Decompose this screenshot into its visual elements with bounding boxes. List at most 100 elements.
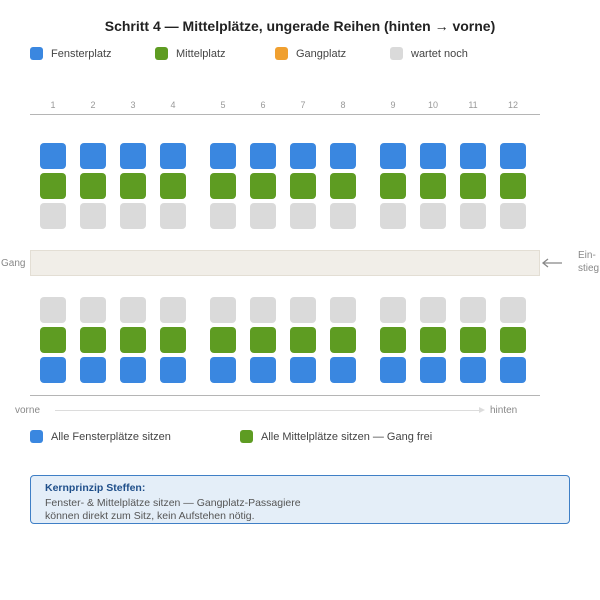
seat-middle: [500, 173, 526, 199]
legend-item-middle: Mittelplatz: [155, 47, 226, 60]
seat-waiting: [160, 203, 186, 229]
status-label-middle: Alle Mittelplätze sitzen — Gang frei: [261, 430, 433, 443]
column-number: 5: [220, 100, 226, 110]
seat-waiting: [250, 203, 276, 229]
info-box: Kernprinzip Steffen: Fenster- & Mittelpl…: [30, 475, 570, 524]
seat-waiting: [380, 297, 406, 323]
seat-window: [330, 143, 356, 169]
seat-waiting: [500, 203, 526, 229]
status-swatch-window: [30, 430, 43, 443]
seat-middle: [120, 327, 146, 353]
seat-middle: [290, 173, 316, 199]
column-number: 10: [427, 100, 438, 110]
legend-swatch-middle: [155, 47, 168, 60]
seat-window: [420, 357, 446, 383]
column-number: 3: [130, 100, 136, 110]
seat-waiting: [330, 203, 356, 229]
seat-waiting: [40, 203, 66, 229]
seat-waiting: [460, 203, 486, 229]
seat-window: [380, 357, 406, 383]
seat-waiting: [40, 297, 66, 323]
legend-swatch-window: [30, 47, 43, 60]
seat-middle: [380, 327, 406, 353]
seat-window: [420, 143, 446, 169]
info-line-2: können direkt zum Sitz, kein Aufstehen n…: [45, 510, 255, 522]
column-number: 1: [50, 100, 56, 110]
seat-middle: [420, 173, 446, 199]
column-number: 6: [260, 100, 266, 110]
direction-arrow-icon: [479, 407, 485, 413]
seat-window: [460, 143, 486, 169]
seat-window: [500, 143, 526, 169]
seat-window: [250, 357, 276, 383]
seat-middle: [80, 173, 106, 199]
status-item-middle: Alle Mittelplätze sitzen — Gang frei: [240, 430, 432, 443]
legend-label-middle: Mittelplatz: [176, 47, 226, 60]
seat-middle: [250, 327, 276, 353]
column-number: 11: [468, 100, 478, 110]
seat-middle: [210, 327, 236, 353]
seat-window: [40, 143, 66, 169]
seat-middle: [160, 173, 186, 199]
legend-item-aisle-seat: Gangplatz: [275, 47, 346, 60]
column-number: 8: [340, 100, 346, 110]
seat-middle: [80, 327, 106, 353]
seat-waiting: [120, 297, 146, 323]
seat-waiting: [80, 297, 106, 323]
seat-waiting: [290, 203, 316, 229]
seat-window: [290, 143, 316, 169]
legend-item-window: Fensterplatz: [30, 47, 112, 60]
diagram-title: Schritt 4 — Mittelplätze, ungerade Reihe…: [104, 18, 496, 34]
column-number: 2: [90, 100, 96, 110]
seat-middle: [40, 173, 66, 199]
seat-window: [210, 143, 236, 169]
seat-window: [380, 143, 406, 169]
seat-waiting: [250, 297, 276, 323]
seat-window: [80, 357, 106, 383]
seat-middle: [250, 173, 276, 199]
column-number: 9: [390, 100, 396, 110]
seat-window: [160, 357, 186, 383]
seat-waiting: [380, 203, 406, 229]
aisle: [30, 250, 540, 276]
status-label-window: Alle Fensterplätze sitzen: [51, 430, 171, 443]
seat-middle: [290, 327, 316, 353]
status-swatch-middle: [240, 430, 253, 443]
aisle-label: Gang: [1, 258, 26, 269]
info-title: Kernprinzip Steffen:: [45, 482, 146, 494]
direction-front-label: vorne: [15, 405, 41, 416]
seat-middle: [380, 173, 406, 199]
direction-line: [55, 410, 480, 411]
seat-middle: [40, 327, 66, 353]
seat-window: [120, 357, 146, 383]
seat-window: [160, 143, 186, 169]
seat-middle: [330, 173, 356, 199]
info-text: Fenster- & Mittelplätze sitzen — Gangpla…: [45, 497, 555, 523]
seat-window: [460, 357, 486, 383]
seat-window: [80, 143, 106, 169]
seat-waiting: [80, 203, 106, 229]
seat-waiting: [160, 297, 186, 323]
status-legend: Alle Fensterplätze sitzen Alle Mittelplä…: [0, 430, 600, 448]
column-number: 12: [507, 100, 518, 110]
seat-window: [290, 357, 316, 383]
seat-waiting: [330, 297, 356, 323]
seat-waiting: [420, 203, 446, 229]
seat-waiting: [500, 297, 526, 323]
seat-middle: [460, 173, 486, 199]
direction-back-label: hinten: [490, 405, 518, 416]
seat-middle: [330, 327, 356, 353]
seat-middle: [420, 327, 446, 353]
legend: Fensterplatz Mittelplatz Gangplatz warte…: [0, 47, 600, 65]
seat-window: [210, 357, 236, 383]
seat-window: [500, 357, 526, 383]
seat-window: [40, 357, 66, 383]
entry-label: Ein- stieg: [578, 250, 600, 274]
seat-waiting: [420, 297, 446, 323]
legend-swatch-waiting: [390, 47, 403, 60]
column-number: 7: [300, 100, 306, 110]
cabin-wall-bottom: [30, 395, 540, 396]
seat-waiting: [210, 297, 236, 323]
legend-label-aisle-seat: Gangplatz: [296, 47, 347, 60]
seat-waiting: [210, 203, 236, 229]
